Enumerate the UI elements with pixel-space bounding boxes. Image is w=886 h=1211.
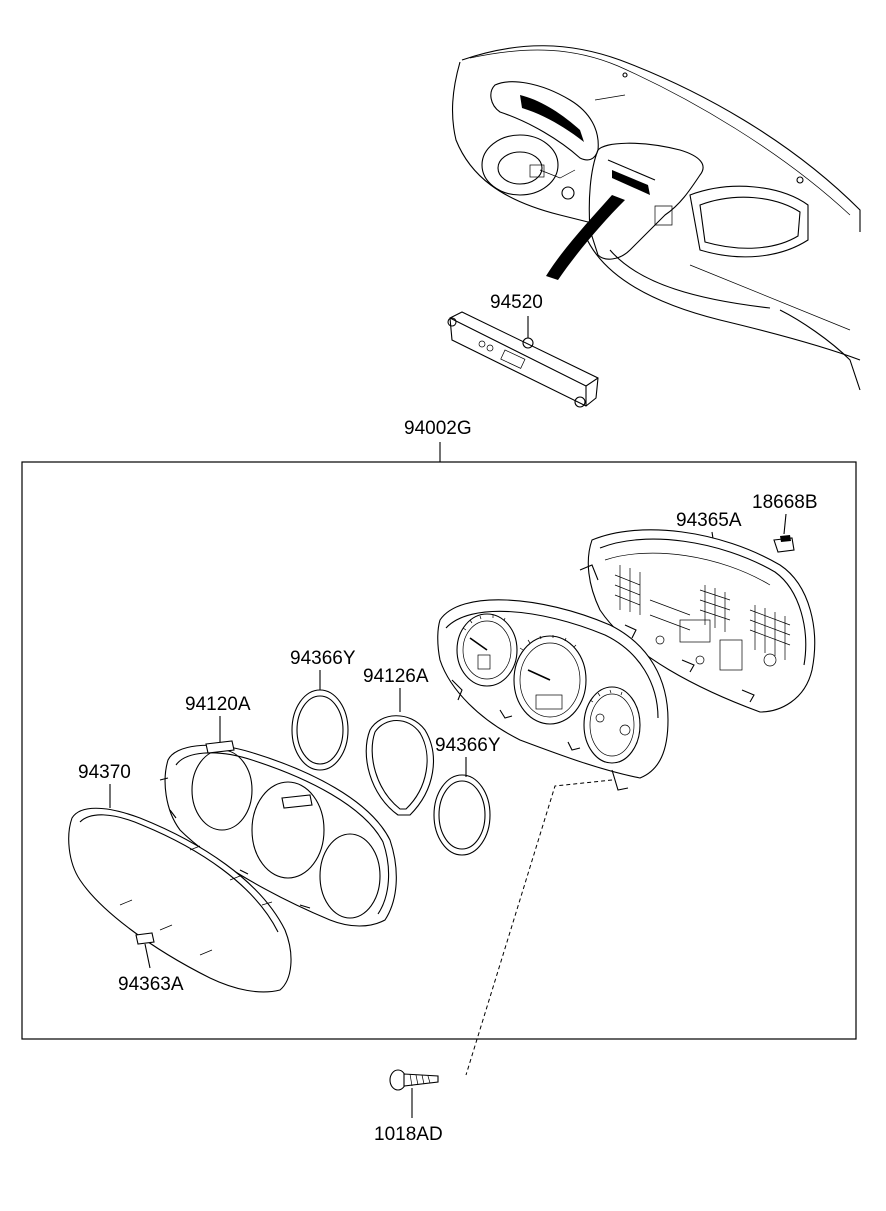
- dial-94126A: 94126A: [363, 666, 434, 816]
- label-94520: 94520: [490, 292, 543, 313]
- display-module-94520: 94520: [447, 292, 599, 408]
- ring-94366Y-top: 94366Y: [290, 648, 356, 771]
- label-94370: 94370: [78, 762, 131, 783]
- assembly-label: 94002G: [404, 418, 472, 439]
- gauge-panel: [437, 599, 669, 791]
- bulb-18668B: 18668B: [752, 492, 818, 553]
- dashboard-illustration: [452, 45, 861, 391]
- label-94120A: 94120A: [185, 694, 251, 715]
- assembly-boundary-box: [21, 461, 857, 1040]
- label-94363A: 94363A: [118, 974, 184, 995]
- screw-1018AD: 1018AD: [374, 779, 613, 1145]
- rear-case-94365A: 94365A: [579, 510, 816, 713]
- lens-94370: 94370 94363A: [68, 762, 292, 995]
- facia-94120A: 94120A: [159, 694, 397, 927]
- label-94366Y-right: 94366Y: [435, 735, 501, 756]
- label-94366Y-top: 94366Y: [290, 648, 356, 669]
- label-94365A: 94365A: [676, 510, 742, 531]
- ring-94366Y-right: 94366Y: [433, 735, 501, 856]
- label-1018AD: 1018AD: [374, 1124, 443, 1145]
- label-18668B: 18668B: [752, 492, 818, 513]
- label-94126A: 94126A: [363, 666, 429, 687]
